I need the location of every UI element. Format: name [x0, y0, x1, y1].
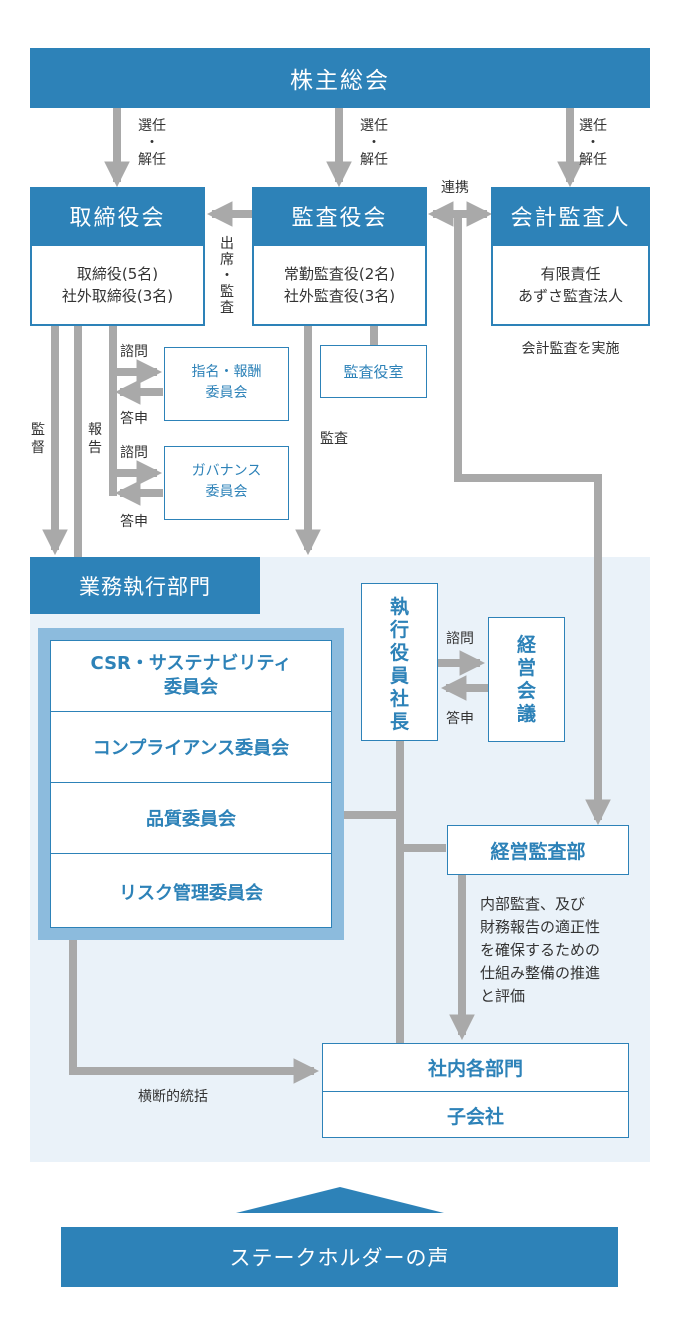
internal-audit-desc: 内部監査、及び 財務報告の適正性 を確保するための 仕組み整備の推進 と評価 — [480, 895, 601, 1005]
governance-committee: ガバナンス 委員会 — [164, 446, 289, 520]
audit-board-line2: 社外監査役(3名) — [283, 287, 396, 305]
elect-label-audit: 選任・解任 — [360, 118, 388, 168]
attend-audit-label: 出席・監査 — [220, 236, 234, 316]
shareholders-meeting: 株主総会 — [30, 48, 650, 108]
quality-committee: 品質委員会 — [51, 783, 331, 854]
management-meeting: 経 営 会 議 — [488, 617, 565, 742]
audit-board-header: 監査役会 — [252, 187, 427, 244]
board-line1: 取締役(5名) — [76, 265, 159, 283]
audit-board-body: 常勤監査役(2名) 社外監査役(3名) — [252, 244, 427, 326]
report-back-label-3: 答申 — [446, 711, 474, 727]
committees-stack: CSR・サステナビリティ 委員会 コンプライアンス委員会 品質委員会 リスク管理… — [50, 640, 332, 928]
accounting-audit-note: 会計監査を実施 — [521, 341, 620, 357]
csr-committee: CSR・サステナビリティ 委員会 — [51, 641, 331, 712]
consult-label-1: 諮問 — [120, 344, 148, 360]
risk-committee: リスク管理委員会 — [119, 883, 263, 904]
execution-dept-header: 業務執行部門 — [30, 557, 260, 614]
board-body: 取締役(5名) 社外取締役(3名) — [30, 244, 205, 326]
audit-label: 監査 — [320, 431, 348, 447]
supervise-label: 監督 — [31, 422, 45, 456]
cooperation-label: 連携 — [441, 180, 469, 196]
internal-departments: 社内各部門 — [323, 1044, 628, 1092]
board-line2: 社外取締役(3名) — [61, 287, 174, 305]
subsidiaries: 子会社 — [446, 1105, 504, 1128]
nomination-committee: 指名・報酬 委員会 — [164, 347, 289, 421]
departments-box: 社内各部門 子会社 — [322, 1043, 629, 1138]
compliance-committee: コンプライアンス委員会 — [51, 712, 331, 783]
accounting-auditor-line2: あずさ監査法人 — [517, 287, 623, 305]
accounting-auditor-body: 有限責任 あずさ監査法人 — [491, 244, 650, 326]
audit-office: 監査役室 — [320, 345, 427, 398]
president-box: 執 行 役 員 社 長 — [361, 583, 438, 741]
consult-label-2: 諮問 — [120, 445, 148, 461]
report-back-label-1: 答申 — [120, 411, 148, 427]
accounting-auditor-header: 会計監査人 — [491, 187, 650, 244]
audit-board-line1: 常勤監査役(2名) — [283, 265, 396, 283]
elect-label-board: 選任・解任 — [138, 118, 166, 168]
cross-functional-label: 横断的統括 — [138, 1089, 208, 1105]
elect-label-accounting: 選任・解任 — [579, 118, 607, 168]
accounting-auditor-line1: 有限責任 — [540, 265, 601, 283]
shareholders-label: 株主総会 — [290, 68, 390, 94]
report-back-label-2: 答申 — [120, 514, 148, 530]
internal-audit-dept: 経営監査部 — [447, 825, 629, 875]
stakeholders-voice: ステークホルダーの声 — [61, 1227, 618, 1287]
consult-label-3: 諮問 — [446, 631, 474, 647]
report-label: 報告 — [88, 422, 102, 456]
board-header: 取締役会 — [30, 187, 205, 244]
stakeholder-triangle — [236, 1187, 444, 1213]
